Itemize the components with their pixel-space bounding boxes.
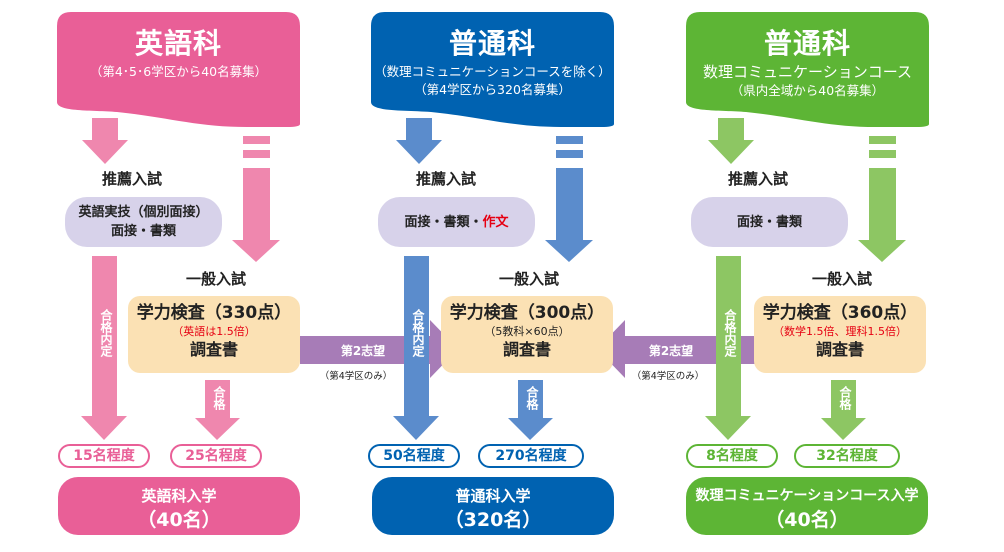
result-count: （40名）: [137, 509, 221, 531]
general-down-arrow: [858, 168, 906, 262]
general-down-arrow: [232, 168, 280, 262]
header-shape: [57, 12, 300, 127]
general-exam-label: 一般入試: [498, 270, 559, 288]
provisional-pass-label: 合格内定: [723, 309, 737, 357]
pass-label: 合格: [838, 386, 852, 410]
header-title: 英語科: [134, 27, 222, 60]
general-exam-label: 一般入試: [185, 270, 246, 288]
survey-document: 調査書: [815, 340, 864, 359]
math-header: 普通科 数理コミュニケーションコース （県内全域から40名募集）: [686, 12, 929, 127]
result-title: 普通科入学: [455, 487, 531, 505]
header-subtitle-2: （第4学区から320名募集）: [414, 82, 571, 97]
header-subtitle: （第4･5･6学区から40名募集）: [89, 64, 268, 79]
recommend-label: 推薦入試: [727, 170, 788, 188]
recommend-label: 推薦入試: [415, 170, 476, 188]
general-dash-2: [869, 150, 896, 158]
survey-document: 調査書: [502, 340, 551, 359]
pass-down-arrow: [195, 380, 240, 440]
recommend-criteria-line1: 面接・書類: [736, 214, 802, 230]
general-exam-label: 一般入試: [811, 270, 872, 288]
recommend-label: 推薦入試: [101, 170, 162, 188]
general-count: 25名程度: [170, 444, 262, 468]
admission-result: 英語科入学 （40名）: [58, 477, 300, 535]
exam-title: 学力検査（360点）: [762, 303, 918, 323]
pass-down-arrow: [508, 380, 553, 440]
recommend-count: 50名程度: [368, 444, 460, 468]
second-choice-label: 第2志望: [648, 344, 694, 358]
recommend-down-arrow: [82, 118, 128, 164]
admission-result: 数理コミュニケーションコース入学 （40名）: [686, 477, 928, 535]
exam-note: （5教科×60点）: [484, 325, 570, 338]
pass-down-arrow: [821, 380, 866, 440]
pass-label: 合格: [525, 386, 539, 410]
recommend-criteria-essay: 作文: [482, 214, 509, 230]
recommend-down-arrow: [708, 118, 754, 164]
recommend-criteria-line1: 面接・書類・作文: [378, 213, 535, 232]
provisional-pass-label: 合格内定: [99, 309, 113, 357]
header-title: 普通科: [448, 27, 536, 60]
recommend-criteria-line1: 英語実技（個別面接）: [78, 205, 209, 220]
exam-note: （英語は1.5倍）: [172, 325, 256, 338]
header-title: 普通科: [763, 27, 851, 60]
admission-result: 普通科入学 （320名）: [372, 477, 614, 535]
provisional-down-arrow: [81, 256, 127, 440]
general-dash-1: [869, 136, 896, 144]
general-down-arrow: [545, 168, 593, 262]
general-count: 270名程度: [478, 444, 584, 468]
general-header: 普通科 （数理コミュニケーションコースを除く） （第4学区から320名募集）: [371, 12, 614, 127]
result-count: （320名）: [444, 509, 542, 531]
exam-title: 学力検査（330点）: [136, 303, 292, 323]
header-subtitle-2: （県内全域から40名募集）: [730, 83, 885, 98]
second-choice-left-arrow: [597, 320, 755, 378]
general-dash-2: [556, 150, 583, 158]
result-title: 数理コミュニケーションコース入学: [695, 488, 919, 504]
recommend-count: 15名程度: [58, 444, 150, 468]
survey-document: 調査書: [189, 340, 238, 359]
second-choice-note: （第4学区のみ）: [631, 371, 705, 382]
recommend-criteria-box: 英語実技（個別面接） 面接・書類: [65, 197, 222, 247]
recommend-count: 8名程度: [686, 444, 778, 468]
general-dash-1: [556, 136, 583, 144]
recommend-criteria-line2: 面接・書類: [110, 224, 176, 239]
general-exam-box: 学力検査（360点） （数学1.5倍、理科1.5倍） 調査書: [754, 296, 926, 373]
general-exam-box: 学力検査（300点） （5教科×60点） 調査書: [441, 296, 613, 373]
result-title: 英語科入学: [141, 487, 217, 505]
general-count: 32名程度: [794, 444, 900, 468]
header-course-name: 数理コミュニケーションコース: [703, 63, 912, 81]
provisional-pass-label: 合格内定: [411, 309, 425, 357]
recommend-criteria-box: 面接・書類・作文: [378, 197, 535, 247]
recommend-down-arrow: [396, 118, 442, 164]
exam-note: （数学1.5倍、理科1.5倍）: [773, 325, 907, 338]
general-dash-2: [243, 150, 270, 158]
second-choice-label: 第2志望: [340, 344, 386, 358]
general-dash-1: [243, 136, 270, 144]
second-choice-note: （第4学区のみ）: [319, 371, 393, 382]
header-shape: [686, 12, 929, 127]
header-shape: [371, 12, 614, 127]
pass-label: 合格: [212, 386, 226, 410]
general-exam-box: 学力検査（330点） （英語は1.5倍） 調査書: [128, 296, 300, 373]
header-subtitle: （数理コミュニケーションコースを除く）: [374, 64, 611, 79]
english-header: 英語科 （第4･5･6学区から40名募集）: [57, 12, 300, 127]
recommend-criteria-box: 面接・書類: [691, 197, 848, 247]
result-count: （40名）: [765, 509, 849, 531]
recommend-criteria-text: 面接・書類・: [404, 214, 483, 230]
exam-title: 学力検査（300点）: [449, 303, 605, 323]
